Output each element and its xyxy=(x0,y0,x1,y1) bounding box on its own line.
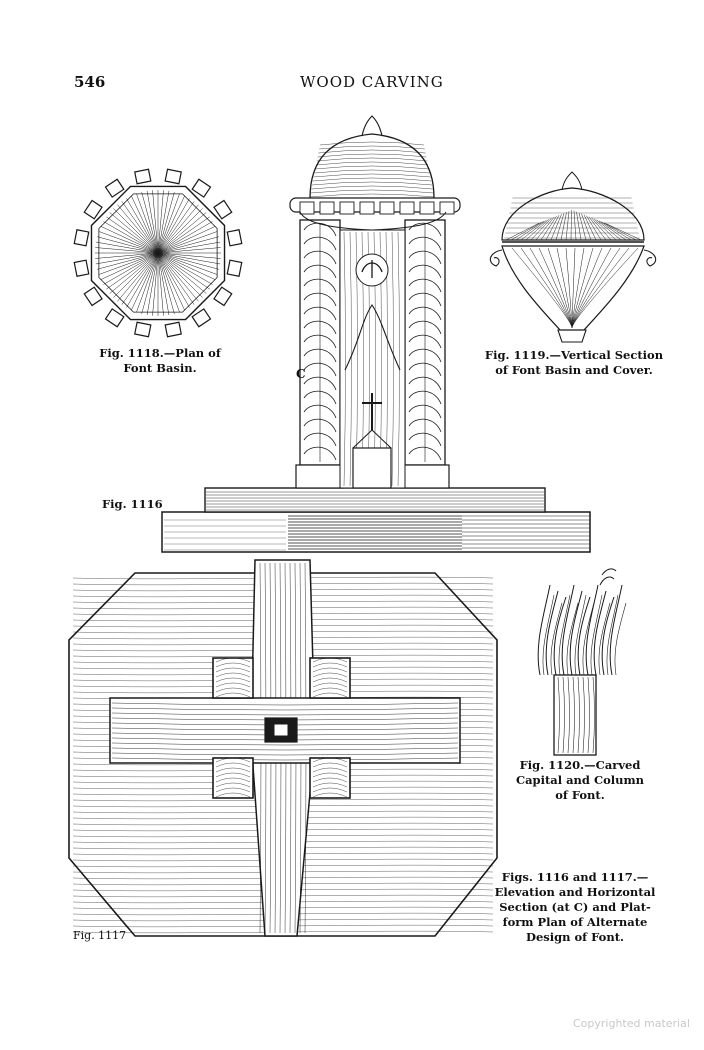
fig-1120-illustration xyxy=(537,568,627,756)
fig-1116-1117-caption: Figs. 1116 and 1117.— Elevation and Hori… xyxy=(494,870,656,944)
fig-1118-caption: Fig. 1118.—Plan of Font Basin. xyxy=(99,346,221,375)
fig-1119-illustration xyxy=(489,171,657,343)
page-number: 546 xyxy=(74,73,106,91)
fig-1119-caption: Fig. 1119.—Vertical Section of Font Basi… xyxy=(484,348,664,377)
copyright-watermark: Copyrighted material xyxy=(573,1017,690,1030)
fig-1116-illustration xyxy=(161,115,591,553)
fig-1120-caption: Fig. 1120.—Carved Capital and Column of … xyxy=(515,758,645,802)
fig-1118-illustration xyxy=(73,168,243,338)
fig-1117-illustration xyxy=(68,559,498,937)
fig-1117-label: Fig. 1117 xyxy=(73,929,127,942)
section-marker-c: C xyxy=(296,367,306,381)
running-title: WOOD CARVING xyxy=(300,73,444,91)
fig-1116-label: Fig. 1116 xyxy=(102,497,163,511)
